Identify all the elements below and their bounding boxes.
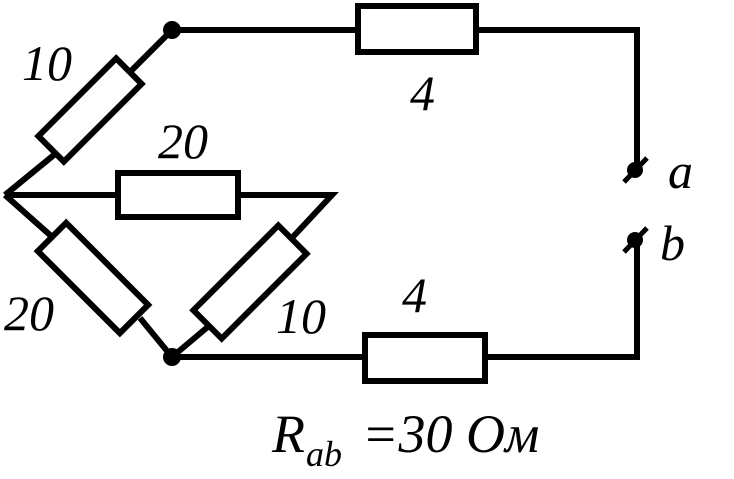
resistor-lower-left [33, 218, 153, 338]
resistor-top-series [355, 3, 479, 55]
resistor-lower-right [189, 221, 311, 343]
resistor-upper-left [34, 54, 146, 166]
label-middle: 20 [158, 113, 208, 169]
terminal-b [622, 226, 649, 254]
result-value: =30 Ом [362, 404, 539, 464]
label-upper-left: 10 [22, 35, 72, 91]
wire-middle-right [238, 192, 339, 243]
wire-left-lower [3, 192, 52, 238]
wire-top-right [476, 27, 640, 168]
result-formula: R ab =30 Ом [271, 404, 539, 474]
wire-left-upper-res-top [127, 27, 175, 75]
junction-bottom [163, 348, 181, 366]
wire-left-top [3, 147, 62, 198]
result-symbol: R [271, 404, 305, 464]
junction-top [163, 21, 181, 39]
result-subscript: ab [306, 434, 342, 474]
label-top-series: 4 [410, 65, 435, 121]
label-lower-right: 10 [276, 288, 326, 344]
resistor-bottom-series [362, 332, 488, 384]
label-bottom-series: 4 [402, 267, 427, 323]
wire-bottom-right [485, 242, 640, 360]
terminal-a [622, 156, 649, 184]
wires [3, 27, 640, 360]
label-terminal-b: b [660, 215, 685, 271]
label-lower-left: 20 [4, 285, 54, 341]
label-terminal-a: a [668, 143, 693, 199]
resistor-middle [115, 170, 241, 220]
